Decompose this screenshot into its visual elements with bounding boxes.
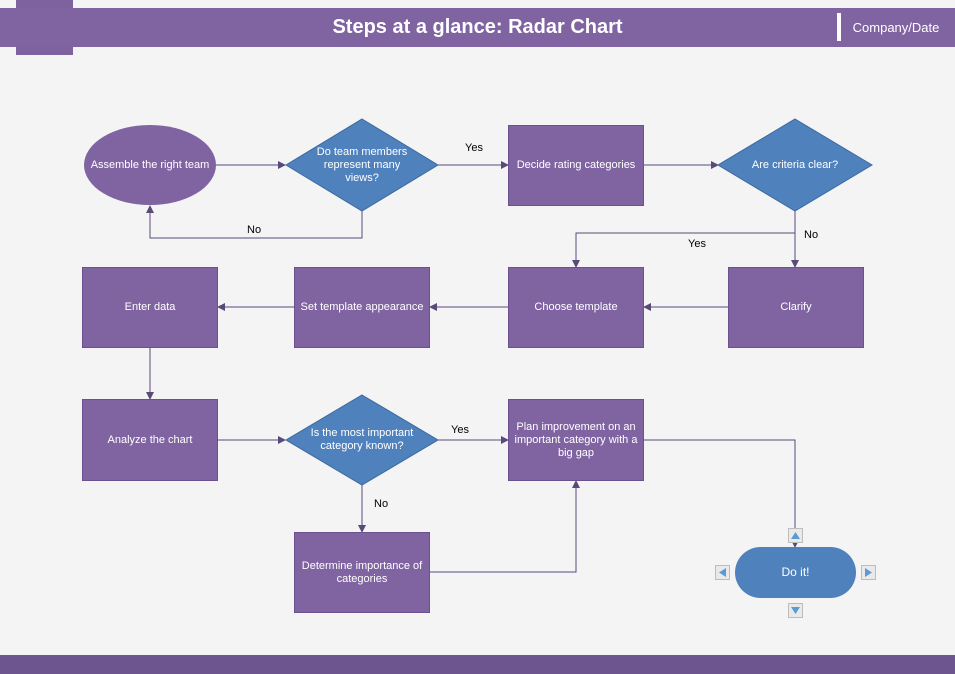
edge-views-no xyxy=(146,205,363,239)
footer-bar xyxy=(0,655,955,674)
node-enter-data[interactable]: Enter data xyxy=(82,267,218,348)
edge-label-views-no: No xyxy=(247,224,262,236)
node-analyze-chart[interactable]: Analyze the chart xyxy=(82,399,218,481)
edge-criteria-yes xyxy=(572,232,795,268)
node-plan-improvement[interactable]: Plan improvement on an important categor… xyxy=(508,399,644,481)
header-bar xyxy=(0,8,955,47)
triangle-right-icon[interactable] xyxy=(861,565,876,580)
edge-label-known-no: No xyxy=(374,498,389,510)
company-date-label: Company/Date xyxy=(852,20,940,35)
node-clarify[interactable]: Clarify xyxy=(728,267,864,348)
triangle-up-icon[interactable] xyxy=(788,528,803,543)
edge-label-criteria-yes: Yes xyxy=(688,238,706,250)
edge-determine-to-plan xyxy=(430,480,580,573)
node-criteria-clear-label: Are criteria clear? xyxy=(751,158,839,171)
node-choose-template[interactable]: Choose template xyxy=(508,267,644,348)
diamond-category-known xyxy=(285,394,439,486)
node-assemble-team[interactable]: Assemble the right team xyxy=(84,125,216,205)
node-do-it[interactable]: Do it! xyxy=(735,547,856,598)
page-title: Steps at a glance: Radar Chart xyxy=(332,16,623,38)
triangle-down-icon[interactable] xyxy=(788,603,803,618)
node-team-views-label: Do team members represent many views? xyxy=(316,145,408,184)
edge-label-known-yes: Yes xyxy=(451,424,469,436)
node-determine-importance[interactable]: Determine importance of categories xyxy=(294,532,430,613)
edge-label-criteria-no: No xyxy=(804,229,819,241)
node-decide-categories[interactable]: Decide rating categories xyxy=(508,125,644,206)
diamond-criteria-clear xyxy=(717,118,873,212)
triangle-left-icon[interactable] xyxy=(715,565,730,580)
header-separator xyxy=(837,13,841,41)
node-category-known-label: Is the most important category known? xyxy=(310,427,414,452)
edge-label-views-yes: Yes xyxy=(465,142,483,154)
edge-plan-to-doit xyxy=(643,439,799,548)
diamond-team-views xyxy=(285,118,439,212)
node-set-appearance[interactable]: Set template appearance xyxy=(294,267,430,348)
